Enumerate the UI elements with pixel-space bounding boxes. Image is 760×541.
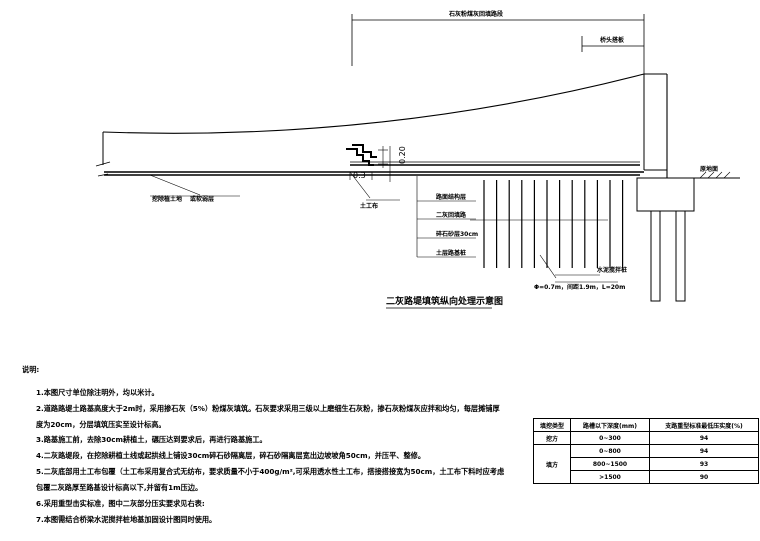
- note-line-9: 7.本图需结合桥梁水泥搅拌桩地基加固设计图同时使用。: [36, 515, 217, 524]
- top-label: 石灰粉煤灰回填路段: [448, 10, 503, 18]
- table-header-row: 填挖类型 路槽以下深度(mm) 支路重型标准最低压实度(%): [533, 418, 759, 432]
- table-header: 支路重型标准最低压实度(%): [649, 418, 759, 432]
- top-dimension: [351, 14, 645, 74]
- embankment: [95, 73, 668, 178]
- cement-mixing-piles: [483, 180, 624, 268]
- stepped-geotextile: [346, 144, 377, 166]
- dim-03-label: 0.3: [353, 171, 366, 180]
- note-line-5: 4.二灰路堤段，在挖除耕植土线或起拱线上铺设30cm碎石砂隔离层，碎石砂隔离层宽…: [36, 451, 426, 460]
- top-label-right: 桥头搭板: [600, 36, 625, 44]
- note-line-3: 度为20cm，分层填筑压实至设计标高。: [36, 420, 166, 429]
- geotextile-label: 土工布: [360, 202, 378, 210]
- note-line-7: 包覆二灰路厚至路基设计标高以下,并留有1m压边。: [36, 483, 203, 492]
- table-cell: 0~300: [570, 431, 650, 445]
- left-label-1: 挖除植土地: [152, 195, 182, 203]
- pile-spec: Φ=0.7m，间距1.9m，L=20m: [534, 283, 625, 291]
- legend-item-4: 土层路基桩: [436, 249, 466, 257]
- table-cell: 93: [649, 457, 759, 471]
- note-line-6: 5.二灰底部用土工布包覆（土工布采用复合式无纺布，要求质量不小于400g/m²,…: [36, 467, 505, 476]
- table-cell: 填方: [533, 444, 571, 484]
- table-header: 路槽以下深度(mm): [570, 418, 650, 432]
- dim-020-label: 0.20: [398, 146, 407, 164]
- notes-heading: 说明:: [22, 365, 40, 374]
- table-cell: >1500: [570, 470, 650, 484]
- legend-item-3: 碎石砂层30cm: [436, 230, 478, 238]
- table-header: 填挖类型: [533, 418, 571, 432]
- step-ticks: [349, 146, 388, 180]
- table-cell: 94: [649, 444, 759, 458]
- table-cell: 800~1500: [570, 457, 650, 471]
- table-cell: 94: [649, 431, 759, 445]
- table-cell: 0~800: [570, 444, 650, 458]
- legend-item-2: 二灰回填路: [436, 211, 467, 219]
- table-row: 填方 0~800 94: [533, 444, 759, 484]
- compaction-table: 填挖类型 路槽以下深度(mm) 支路重型标准最低压实度(%) 挖方 0~300 …: [533, 418, 759, 484]
- table-row: >1500 90: [534, 470, 759, 484]
- diagram-title: 二灰路堤填筑纵向处理示意图: [386, 295, 503, 307]
- ground-label: 原地面: [700, 165, 718, 173]
- note-line-8: 6.采用重型击实标准，图中二灰部分压实要求见右表:: [36, 499, 205, 508]
- left-label-2: 或软弱层: [190, 195, 214, 203]
- leaders: [149, 171, 618, 283]
- note-line-2: 2.道路路堤土路基高度大于2m时，采用掺石灰（5%）粉煤灰填筑。石灰要求采用三级…: [36, 404, 500, 413]
- note-line-4: 3.路基施工前，去除30cm耕植土，碾压达到要求后，再进行路基施工。: [36, 435, 267, 444]
- pile-label: 水泥搅拌桩: [597, 266, 627, 274]
- bridge-abutment: [636, 169, 740, 302]
- legend-item-1: 路面结构层: [436, 193, 466, 201]
- note-line-1: 1.本图尺寸单位除注明外，均以米计。: [36, 388, 159, 397]
- table-cell: 90: [649, 470, 759, 484]
- table-cell: 挖方: [533, 431, 571, 445]
- table-row: 挖方 0~300 94: [533, 431, 759, 445]
